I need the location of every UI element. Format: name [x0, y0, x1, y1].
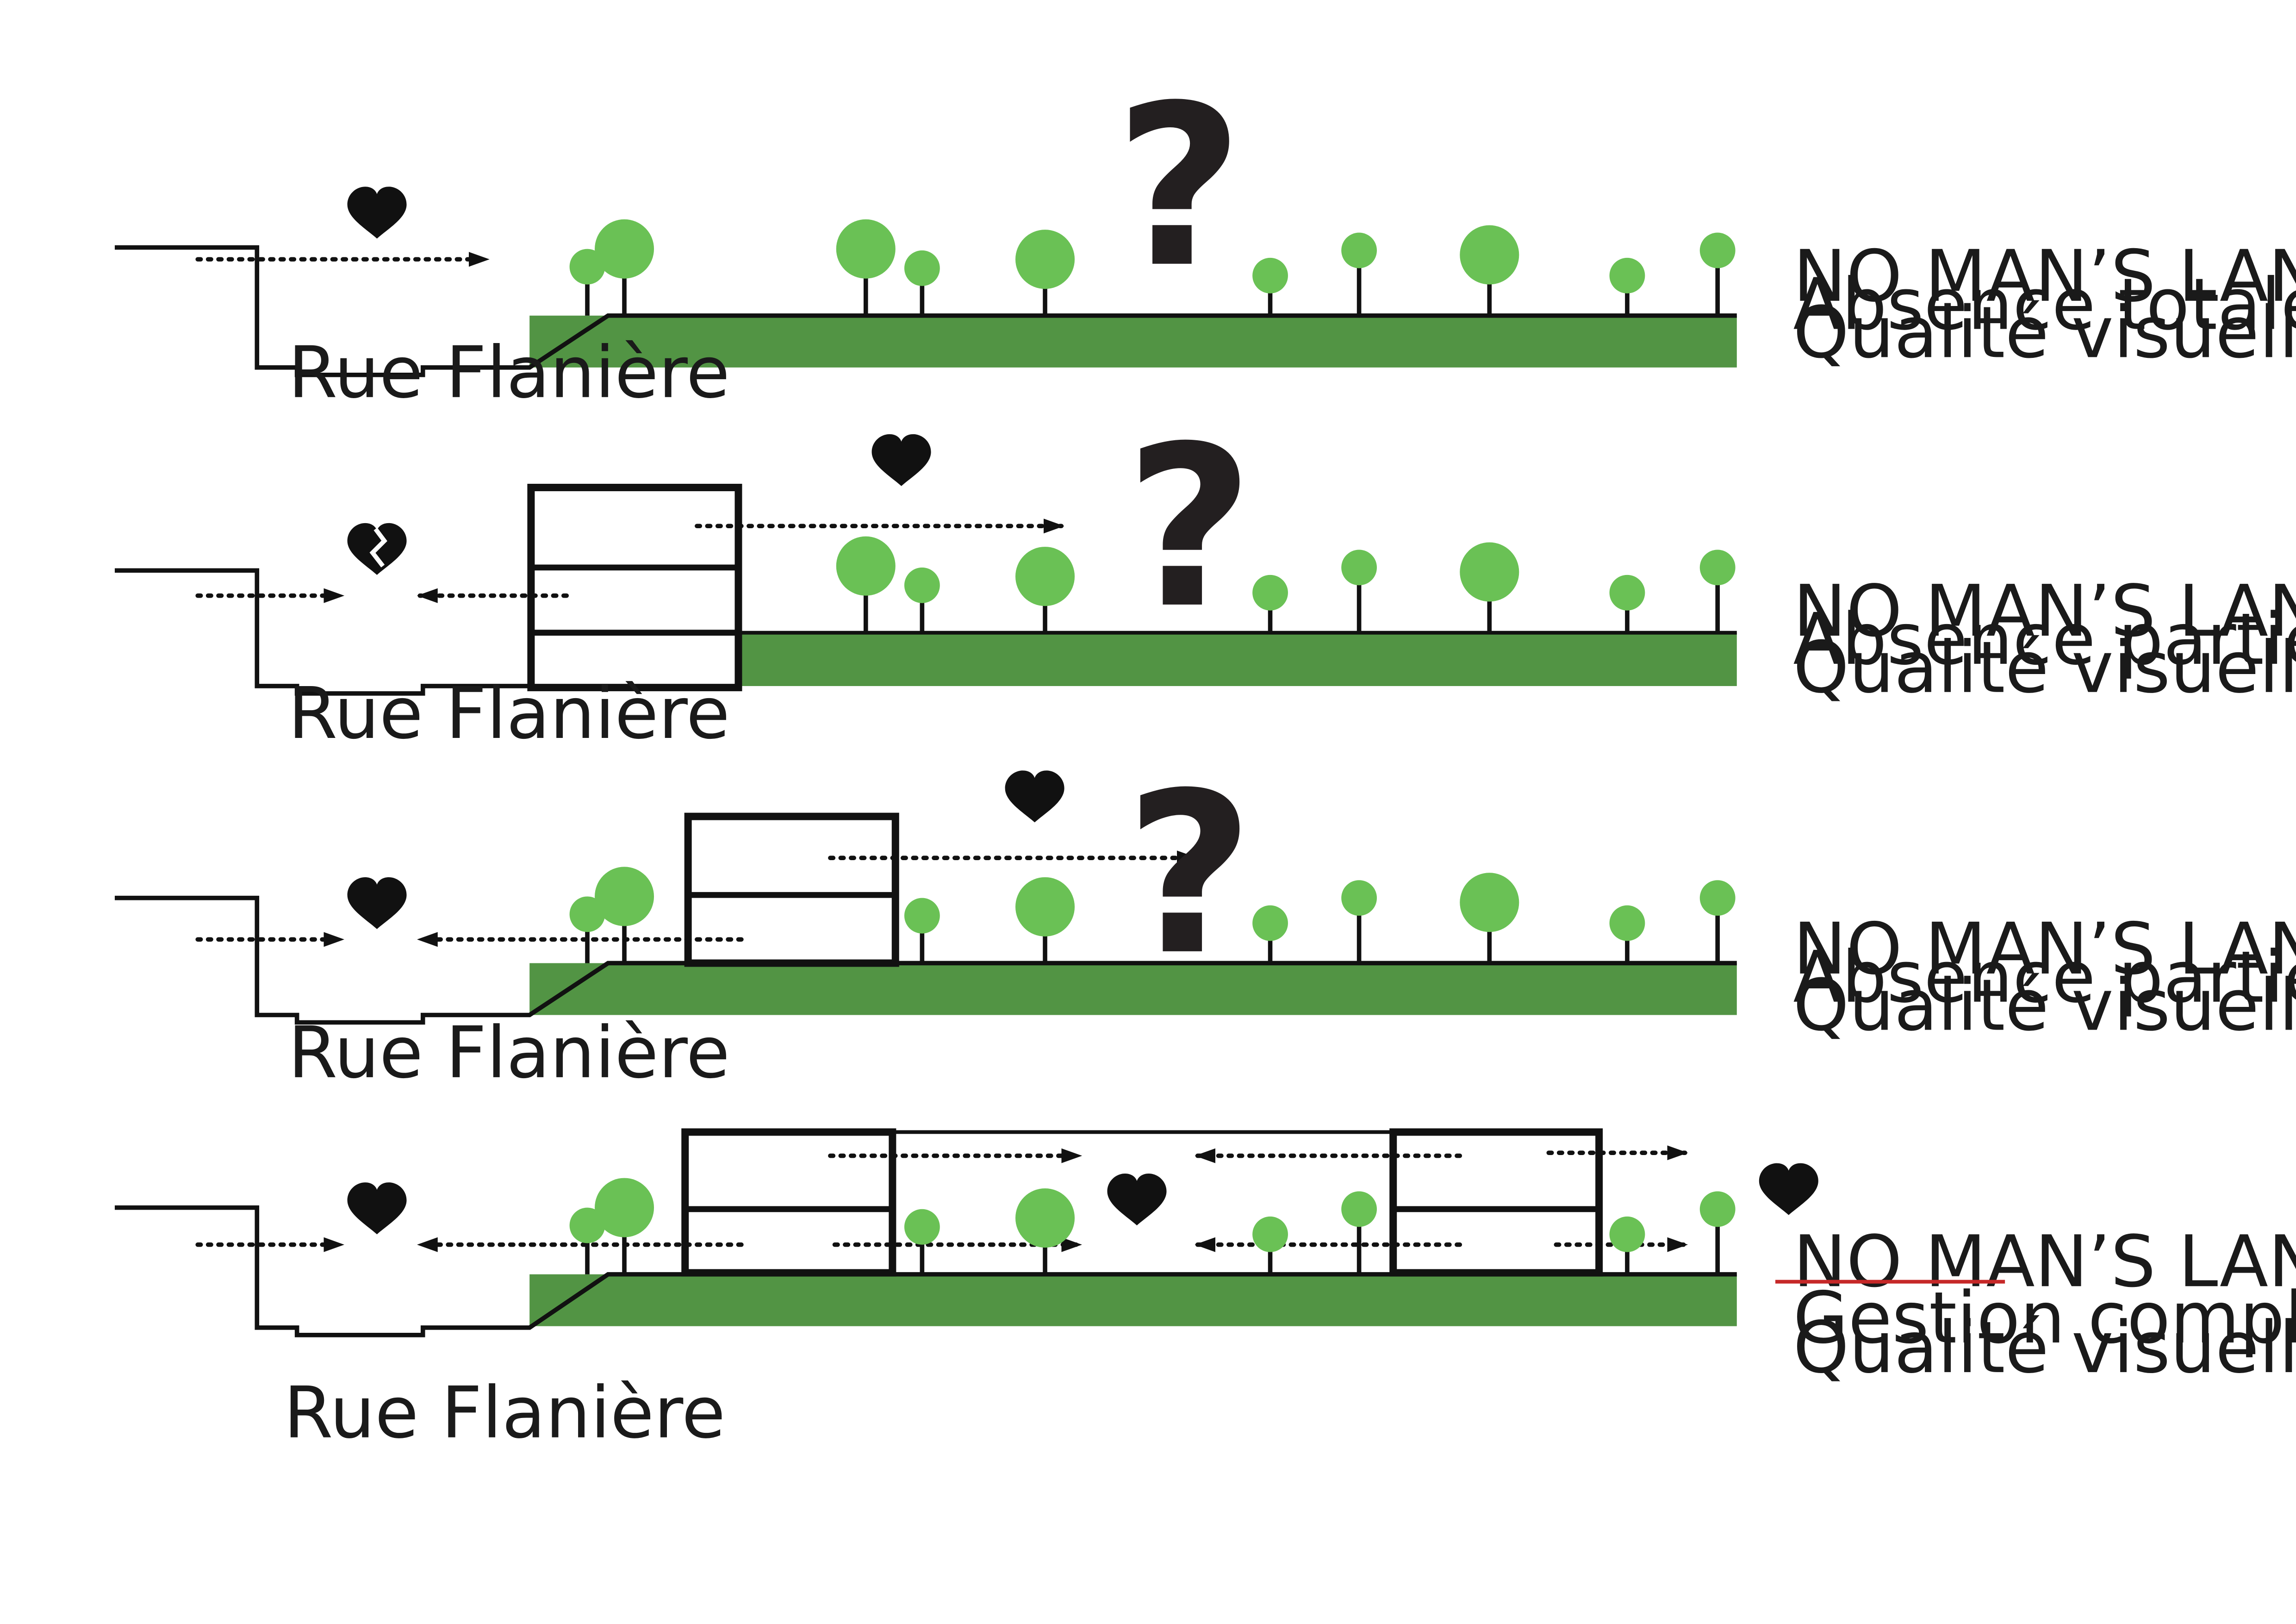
tree: [836, 219, 896, 316]
building: [681, 1128, 896, 1277]
tree: [1460, 542, 1519, 633]
tree: [1015, 1188, 1075, 1274]
scenario-2: ? Rue Flanière NO MAN’S LAND PARTIEL Abs…: [114, 399, 2296, 755]
scenario-3: ? Rue Flanière NO MAN’S LAND PARTIEL Abs…: [114, 745, 2296, 1094]
scenario-4: Rue Flanière NO MAN’S LAND Gestion compl…: [114, 1128, 2296, 1455]
ground-strip: [738, 632, 1737, 686]
scenario-title: NO MAN’S LAND TOTAL: [1793, 235, 2296, 318]
tree: [904, 1209, 940, 1274]
street-label: Rue Flanière: [288, 672, 730, 755]
question-mark-icon: ?: [1125, 399, 1254, 657]
scenario-line: Qualité visuelle nulle pour le quartier: [1793, 626, 2296, 709]
heart-icon: [347, 187, 407, 239]
tree: [595, 867, 654, 963]
tree: [1609, 575, 1645, 633]
tree: [904, 567, 940, 633]
question-mark-icon: ?: [1125, 745, 1254, 1004]
scenario-line: Absence totale de gestion: [1793, 263, 2296, 346]
scenario-line: Absence partielle de gestion: [1793, 936, 2296, 1019]
tree: [1341, 232, 1377, 316]
heart-icon: [1759, 1163, 1818, 1215]
street-label: Rue Flanière: [284, 1372, 726, 1455]
heart-icon: [1107, 1173, 1167, 1226]
heart-icon: [347, 877, 407, 929]
tree: [1460, 225, 1519, 316]
ground-strip: [529, 315, 1737, 368]
question-mark-icon: ?: [1114, 58, 1244, 317]
tree: [1609, 905, 1645, 963]
struck-title: NO MAN’S LAND: [1793, 1220, 2296, 1303]
tree: [836, 536, 896, 633]
heart-icon: [347, 1182, 407, 1235]
scenario-title: NO MAN’S LAND PARTIEL: [1793, 908, 2296, 991]
tree: [1252, 257, 1288, 316]
tree: [1341, 880, 1377, 963]
tree: [1252, 575, 1288, 633]
tree: [1609, 1216, 1645, 1274]
building: [1389, 1128, 1603, 1277]
tree: [1015, 230, 1075, 316]
building: [684, 812, 899, 967]
street-profile: [114, 568, 531, 696]
tree: [595, 1178, 654, 1274]
tree: [1252, 905, 1288, 963]
tree: [1699, 1191, 1736, 1274]
scenario-title: NO MAN’S LAND PARTIEL: [1793, 570, 2296, 653]
tree: [904, 250, 940, 316]
tree: [1699, 550, 1736, 633]
tree: [1341, 550, 1377, 633]
ground-strip: [529, 963, 1737, 1015]
street-label: Rue Flanière: [288, 1012, 730, 1094]
scenario-line: Absence partielle de gestion: [1793, 598, 2296, 681]
broken-heart-icon: [347, 523, 407, 575]
street-profile: [114, 245, 1737, 377]
street-profile: [114, 895, 1737, 1025]
tree: [1609, 257, 1645, 316]
tree: [1460, 873, 1519, 963]
scenario-line: Qualité visuelle totale pour le quartier: [1793, 964, 2296, 1047]
tree: [904, 898, 940, 963]
building: [527, 484, 742, 692]
scenario-line: Qualité visuelle totale pour le quartier: [1793, 1306, 2296, 1389]
scenario-line: Qualité visuelle totale pour le quartier: [1793, 291, 2296, 374]
tree: [1015, 547, 1075, 633]
scenario-1: ? Rue Flanière NO MAN’S LAND TOTAL Absen…: [114, 58, 2296, 414]
tree: [1015, 877, 1075, 963]
street-label: Rue Flanière: [288, 331, 730, 414]
scenario-line: Gestion complète / Responsabilisation: [1793, 1277, 2296, 1360]
heart-icon: [871, 434, 931, 486]
heart-icon: [1005, 770, 1064, 823]
tree: [1699, 880, 1736, 963]
tree: [595, 219, 654, 316]
tree: [1699, 232, 1736, 316]
street-profile: [114, 1205, 1737, 1337]
tree: [1252, 1216, 1288, 1274]
tree: [1341, 1191, 1377, 1274]
ground-strip: [529, 1274, 1737, 1326]
